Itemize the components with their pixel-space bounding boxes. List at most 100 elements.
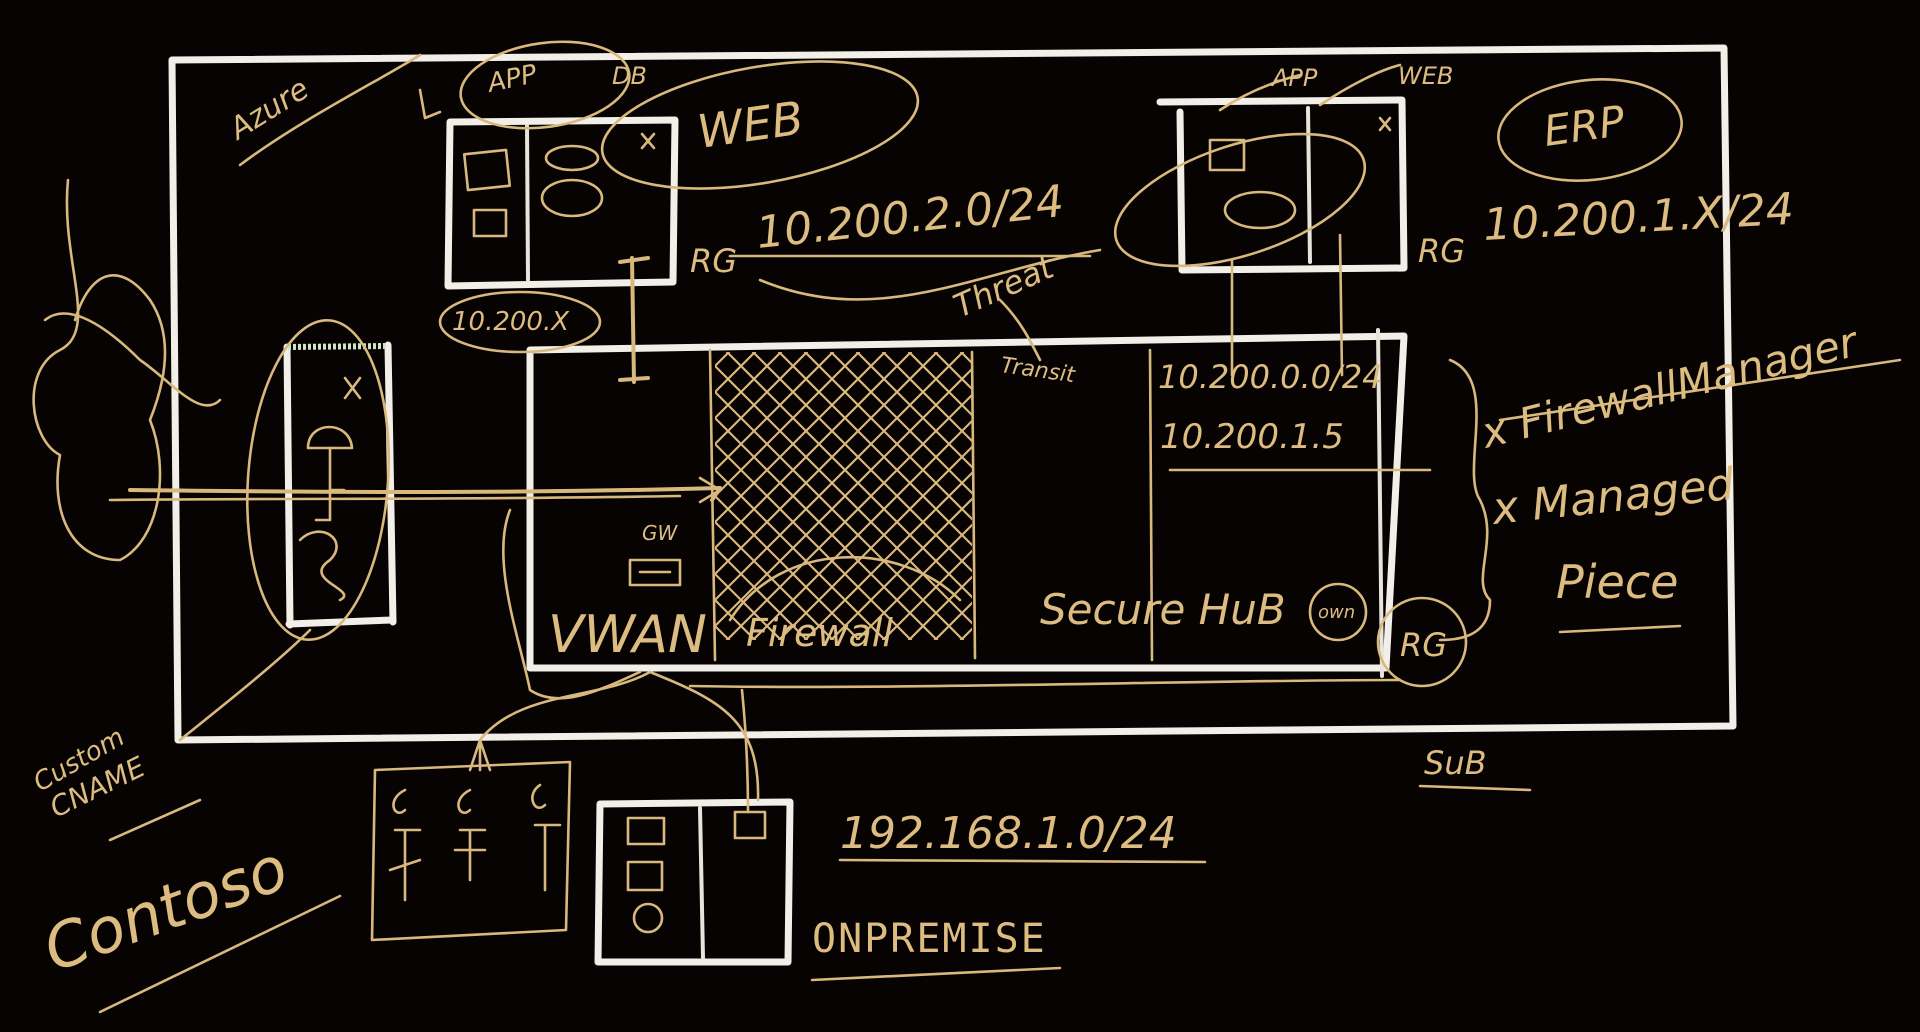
firewall-hatch	[715, 352, 972, 640]
sub-label: SuB	[1424, 744, 1487, 782]
user-icon-2	[453, 788, 487, 882]
hatch-line	[715, 352, 835, 472]
piece-label: Piece	[1556, 555, 1678, 609]
appgw-squiggle	[298, 530, 346, 602]
onprem-gateway-icon	[733, 810, 767, 840]
hatch-line	[777, 352, 972, 547]
vm-icon-2	[472, 208, 508, 238]
hub-bottom-line	[688, 678, 1402, 689]
firewall-box-top	[287, 343, 388, 350]
hatch-line	[715, 468, 887, 640]
hatch-line	[855, 352, 972, 469]
onprem-subnet-underline	[838, 858, 1207, 864]
app-gateway-oval	[245, 319, 391, 641]
erp-db-oval	[1113, 132, 1367, 268]
app-right-label: APP	[1270, 64, 1318, 92]
transit-label: Transit	[999, 353, 1078, 388]
onprem-icon-2	[626, 860, 664, 892]
hatch-line	[715, 546, 809, 640]
threat-arrow	[758, 248, 1102, 301]
app-db-oval	[459, 40, 631, 130]
db-icon-2	[540, 178, 604, 218]
close-x-left-box	[343, 376, 362, 400]
erp-db-icon	[1223, 190, 1297, 230]
hatch-line	[715, 352, 731, 368]
internet-to-hub-line	[128, 486, 722, 502]
onprem-box	[594, 798, 794, 966]
managed-label: x Managed	[1488, 459, 1738, 535]
onprem-icon-1	[626, 816, 666, 846]
hatch-line	[725, 352, 972, 599]
subnet-app-label: 10.200.2.0/24	[754, 176, 1066, 259]
onprem-subnet-label: 192.168.1.0/24	[840, 808, 1177, 859]
app-top-label: APP	[483, 59, 540, 99]
gw-icon	[628, 558, 682, 587]
hatch-line	[881, 549, 972, 640]
hatch-line	[881, 352, 972, 443]
onprem-divider	[698, 806, 705, 960]
azure-arrow	[418, 88, 442, 120]
azure-label: Azure	[222, 71, 315, 147]
hub-divider-1	[708, 348, 717, 662]
hatch-line	[715, 352, 861, 498]
app-db-divider	[525, 124, 530, 282]
rg-left-label: RG	[690, 242, 737, 280]
app-web-pointers	[1218, 63, 1402, 112]
cloud-tail	[43, 312, 222, 407]
erp-oval	[1497, 78, 1683, 182]
hub-ip-label: 10.200.1.5	[1160, 417, 1344, 457]
vwan-label: VWAN	[548, 605, 707, 665]
erp-label: ERP	[1541, 96, 1629, 156]
erp-vertical-2	[1338, 233, 1344, 377]
hatch-line	[829, 497, 972, 640]
transit-link	[998, 298, 1042, 362]
gw-label: GW	[642, 521, 678, 545]
subnet-erp-label: 10.200.1.X/24	[1482, 184, 1795, 251]
own-label: own	[1318, 602, 1355, 623]
rg-hub-label: RG	[1400, 626, 1447, 664]
hatch-line	[715, 494, 861, 640]
ink-strokes	[32, 40, 1902, 1014]
hatch-line	[907, 575, 972, 640]
own-circle	[1308, 582, 1368, 642]
user-icon-1	[388, 788, 422, 902]
web-oval	[600, 60, 920, 190]
erp-divider	[1306, 106, 1312, 264]
cname-line	[178, 628, 312, 742]
web-oval-label: WEB	[694, 91, 807, 159]
sub-underline	[1418, 784, 1532, 792]
hub-brace	[1438, 358, 1492, 642]
rg-hub-circle	[1376, 596, 1468, 688]
secure-hub-label: Secure HuB	[1040, 585, 1286, 634]
hatch-line	[751, 352, 972, 573]
hatch-line	[715, 572, 783, 640]
hub-subnet-label: 10.200.0.0/24	[1158, 358, 1383, 396]
hatch-line	[715, 442, 913, 640]
hub-right-edge	[1376, 328, 1384, 678]
firewall-manager-underline	[1498, 358, 1902, 422]
erp-vm-icon	[1208, 138, 1246, 172]
web-right-label: WEB	[1398, 62, 1453, 90]
vwan-fan-out	[478, 670, 760, 802]
close-x-erp	[1378, 116, 1392, 132]
labels: Azure APP DB WEB APP WEB ERP RG RG 10.20…	[29, 59, 1865, 986]
firewall-box-right	[384, 341, 397, 626]
internet-cloud-shape	[32, 178, 167, 562]
contoso-underline	[98, 894, 342, 1014]
hatch-line	[715, 352, 809, 446]
onprem-icon-3	[632, 902, 664, 934]
appgw-arm-icon	[314, 446, 346, 522]
azure-stroke	[238, 53, 422, 167]
threat-label: Threat	[948, 247, 1061, 325]
cname-underline	[108, 798, 202, 842]
firewall-box-left	[283, 343, 294, 629]
hatch-line	[715, 416, 939, 640]
erp-box	[1156, 96, 1408, 274]
rg-right-label: RG	[1418, 232, 1465, 270]
hatch-line	[715, 390, 965, 640]
contoso-label: Contoso	[34, 831, 297, 986]
hub-divider-2	[970, 350, 977, 660]
hub-divider-3	[1148, 348, 1154, 662]
firewall-arc	[728, 556, 962, 622]
